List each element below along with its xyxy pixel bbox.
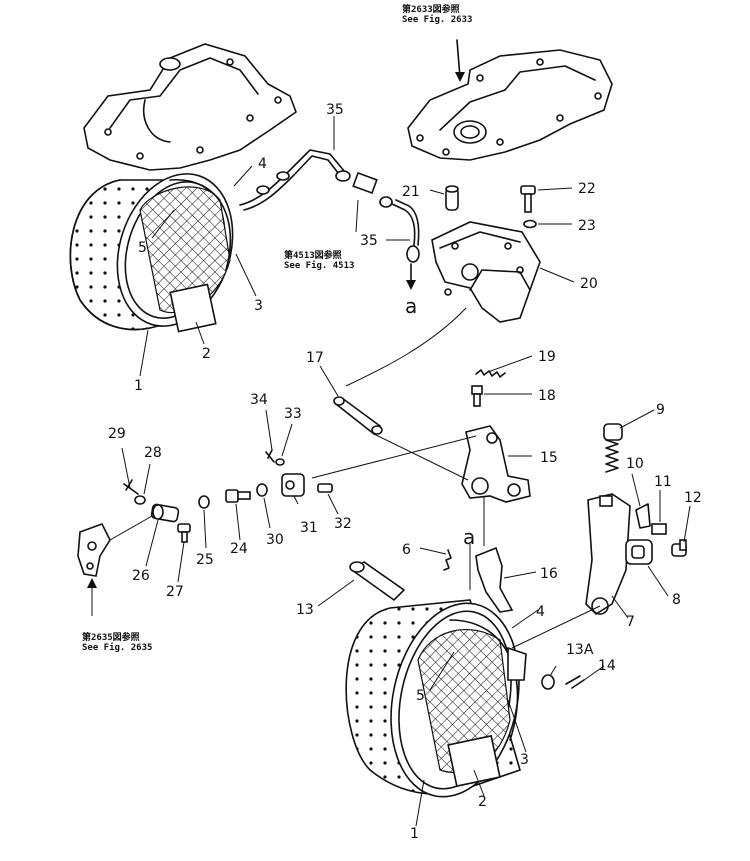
right-brake-drum: [345, 599, 527, 798]
washer-33: [275, 458, 285, 466]
callout-5: 5: [416, 688, 425, 704]
callout-10: 10: [626, 456, 644, 472]
callout-3: 3: [520, 752, 529, 768]
callout-23: 23: [578, 218, 596, 234]
washer-13a: [541, 674, 555, 690]
callout-13a: 13A: [566, 642, 594, 658]
callout-22: 22: [578, 181, 596, 197]
callout-14: 14: [598, 658, 616, 674]
callout-26: 26: [132, 568, 150, 584]
callout-30: 30: [266, 532, 284, 548]
callout-17: 17: [306, 350, 324, 366]
bolt-27: [177, 523, 191, 543]
reference-en: See Fig. 2635: [82, 642, 152, 653]
callout-16: 16: [540, 566, 558, 582]
callout-20: 20: [580, 276, 598, 292]
reference-fig-4513: 第4513図参照 See Fig. 4513: [284, 249, 354, 271]
callout-25: 25: [196, 552, 214, 568]
lever-16: [475, 546, 514, 613]
block-31: [281, 473, 305, 497]
washer-28: [134, 495, 146, 505]
reference-fig-2633: 第2633図参照 See Fig. 2633: [402, 3, 472, 25]
callout-9: 9: [656, 402, 665, 418]
callout-13: 13: [296, 602, 314, 618]
callout-6: 6: [402, 542, 411, 558]
cotter-pin-34: [265, 449, 275, 463]
oil-pipe-lower: [379, 196, 420, 290]
cotter-pin-14: [565, 675, 585, 689]
pin-21: [445, 185, 459, 211]
callout-1: 1: [410, 826, 419, 842]
callout-4: 4: [258, 156, 267, 172]
clip-10: [635, 503, 651, 529]
callout-33: 33: [284, 406, 302, 422]
left-housing-cover: [83, 43, 297, 171]
reference-jp: 第2635図参照: [82, 631, 140, 643]
callout-4: 4: [536, 604, 545, 620]
callout-35: 35: [360, 233, 378, 249]
left-brake-drum: [69, 173, 234, 333]
callout-11: 11: [654, 474, 672, 490]
bolt-12: [671, 539, 687, 557]
spring-6: [443, 549, 452, 571]
callout-32: 32: [334, 516, 352, 532]
reference-jp: 第2633図参照: [402, 3, 460, 15]
adjuster-bolt-9: [603, 423, 623, 473]
washer-25: [198, 495, 210, 509]
reference-en: See Fig. 2633: [402, 14, 472, 25]
callout-2: 2: [478, 794, 487, 810]
callout-3: 3: [254, 298, 263, 314]
callout-34: 34: [250, 392, 268, 408]
part-callouts: 35 4 5 3 2 1 21 22 23 35 20 a 17 19 18 3…: [108, 102, 702, 842]
callout-18: 18: [538, 388, 556, 404]
bolt-32: [317, 483, 333, 493]
callout-12: 12: [684, 490, 702, 506]
right-housing-cover: [407, 39, 613, 161]
washer-30: [256, 483, 268, 497]
cotter-pin-29: [123, 479, 139, 495]
callout-1: 1: [134, 378, 143, 394]
pin-11: [651, 523, 667, 535]
bolt-18: [471, 385, 483, 407]
callout-35: 35: [326, 102, 344, 118]
bolt-22: [520, 185, 536, 213]
callout-27: 27: [166, 584, 184, 600]
callout-a: a: [405, 294, 417, 318]
reference-fig-2635: 第2635図参照 See Fig. 2635: [82, 631, 152, 653]
reference-jp: 第4513図参照: [284, 249, 342, 261]
callout-19: 19: [538, 349, 556, 365]
leader-lines: [87, 116, 691, 827]
spring-19: [475, 369, 506, 378]
callout-31: 31: [300, 520, 318, 536]
bolt-24: [225, 489, 251, 503]
callout-28: 28: [144, 445, 162, 461]
washer-23: [523, 219, 537, 229]
callout-24: 24: [230, 541, 248, 557]
oil-pipe-upper: [239, 149, 378, 211]
callout-21: 21: [402, 184, 420, 200]
fitting-26: [150, 503, 180, 523]
lever-15: [461, 425, 531, 503]
callout-8: 8: [672, 592, 681, 608]
reference-en: See Fig. 4513: [284, 260, 354, 271]
callout-7: 7: [626, 614, 635, 630]
arm-7: [585, 493, 631, 616]
rod-17: [333, 396, 383, 436]
block-8: [625, 539, 653, 565]
callout-15: 15: [540, 450, 558, 466]
callout-2: 2: [202, 346, 211, 362]
callout-5: 5: [138, 240, 147, 256]
valve-housing-26: [77, 523, 111, 577]
pin-13: [349, 561, 406, 602]
bracket-20: [431, 221, 541, 323]
callout-a: a: [463, 525, 475, 549]
callout-29: 29: [108, 426, 126, 442]
